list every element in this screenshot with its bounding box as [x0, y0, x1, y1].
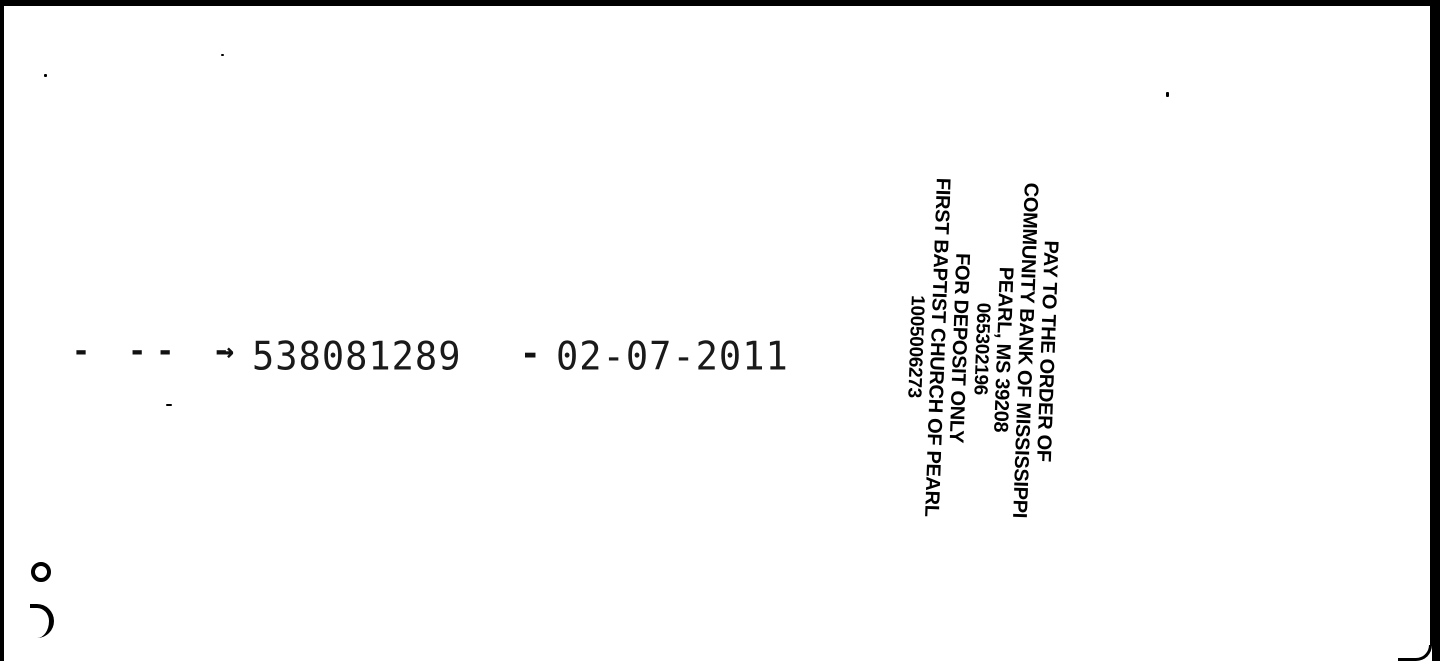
scan-speck	[1166, 92, 1169, 97]
hole-punch-arc	[30, 604, 54, 638]
processing-arrow: →	[216, 334, 235, 369]
scan-speck	[44, 74, 47, 77]
processing-dashes: - -- -	[72, 334, 241, 369]
item-number: 538081289	[252, 334, 462, 380]
scan-speck	[166, 404, 172, 406]
scan-speck	[221, 54, 224, 56]
scan-border-right-inner	[1430, 6, 1432, 646]
scan-border-top	[0, 0, 1440, 6]
hole-punch-circle	[31, 562, 51, 582]
scan-border-right	[1432, 0, 1440, 661]
processing-date: 02-07-2011	[556, 334, 789, 380]
processing-line: - -- - → 538081289 - 02-07-2011	[72, 334, 832, 380]
scan-border-corner	[1398, 645, 1432, 661]
scan-border-left	[0, 0, 4, 661]
processing-separator: -	[520, 334, 541, 374]
